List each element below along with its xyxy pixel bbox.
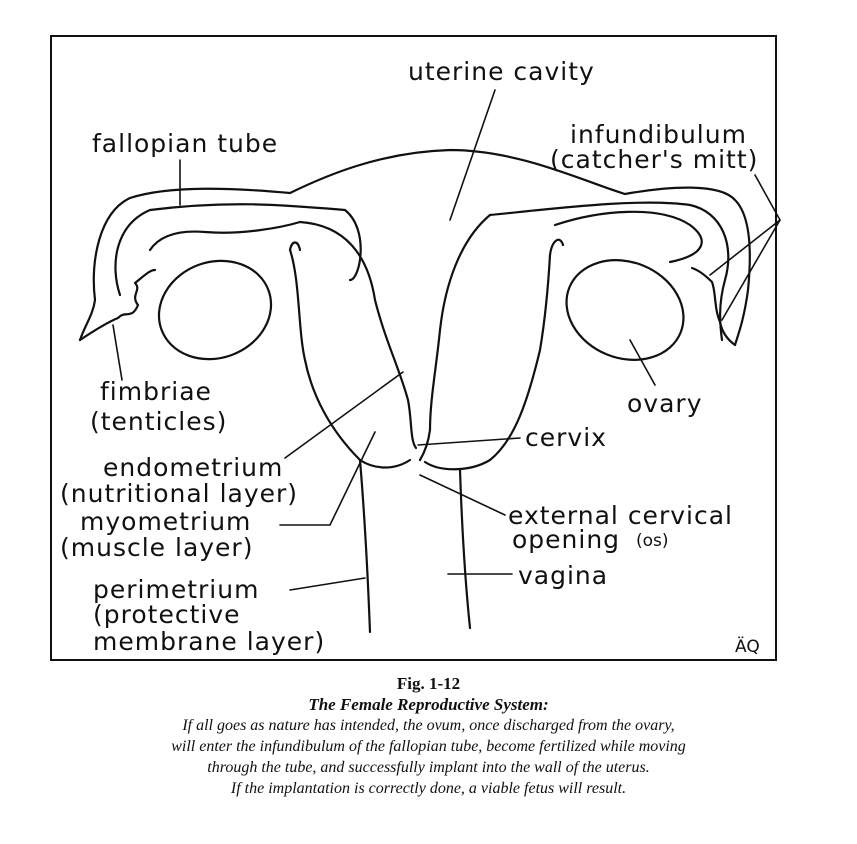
label-perimetrium-note-2: membrane layer) xyxy=(93,627,325,656)
figure-frame xyxy=(50,35,777,661)
caption-line: through the tube, and successfully impla… xyxy=(207,759,650,776)
vagina-right-wall xyxy=(458,468,472,630)
caption-line: If all goes as nature has intended, the … xyxy=(182,717,675,734)
left-fimbriae xyxy=(78,268,157,342)
right-ovary xyxy=(565,259,685,361)
caption-line: will enter the infundibulum of the fallo… xyxy=(171,738,686,755)
uterus-right-wall xyxy=(423,253,552,471)
label-fallopian-tube: fallopian tube xyxy=(92,129,278,158)
label-fimbriae-note: (tenticles) xyxy=(90,407,227,436)
label-external-cervical: external cervical xyxy=(508,501,733,530)
left-tube-loop xyxy=(148,220,302,252)
caption-line: If the implantation is correctly done, a… xyxy=(230,780,627,797)
label-myometrium: myometrium xyxy=(80,507,251,536)
label-perimetrium-note-1: (protective xyxy=(93,600,241,629)
label-myometrium-note: (muscle layer) xyxy=(60,533,253,562)
lead-myometrium xyxy=(279,431,376,526)
left-ovary xyxy=(157,259,273,361)
right-tube-loop xyxy=(553,210,703,264)
label-endometrium-note: (nutritional layer) xyxy=(60,479,298,508)
uterus-left-top xyxy=(288,241,302,252)
figure-caption: Fig. 1-12 The Female Reproductive System… xyxy=(0,674,857,799)
label-opening: opening xyxy=(512,525,620,554)
left-fallopian-tube-outer xyxy=(78,196,132,342)
label-infundibulum-note: (catcher's mitt) xyxy=(550,145,758,174)
lead-uterine-cavity xyxy=(449,89,496,221)
lead-infundibulum-b xyxy=(721,219,781,321)
label-cervix: cervix xyxy=(525,423,607,452)
label-infundibulum: infundibulum xyxy=(570,120,747,149)
right-fallopian-tube-inner xyxy=(488,201,730,342)
label-uterine-cavity: uterine cavity xyxy=(408,57,595,86)
left-fallopian-tube-inner xyxy=(114,203,362,297)
uterus-right-top xyxy=(548,238,565,257)
artist-initials: ÄQ xyxy=(735,636,760,657)
right-fimbriae xyxy=(690,266,737,347)
label-fimbriae: fimbriae xyxy=(100,377,212,406)
lead-fimbriae xyxy=(112,324,123,381)
label-endometrium: endometrium xyxy=(103,453,283,482)
lead-endometrium xyxy=(284,371,404,459)
uterus-left-wall xyxy=(288,248,412,469)
figure-title: The Female Reproductive System: xyxy=(308,695,549,714)
lead-perimetrium xyxy=(289,577,366,591)
lead-ovary xyxy=(629,339,656,386)
uterus-outer-wall xyxy=(128,148,751,347)
label-os: (os) xyxy=(636,531,669,551)
uterine-cavity-left xyxy=(298,220,418,450)
label-ovary: ovary xyxy=(627,389,702,418)
label-vagina: vagina xyxy=(518,561,608,590)
uterine-cavity-right xyxy=(418,213,492,462)
label-perimetrium: perimetrium xyxy=(93,575,259,604)
figure-number: Fig. 1-12 xyxy=(396,674,461,693)
vagina-left-wall xyxy=(358,458,372,634)
lead-cervix xyxy=(417,437,521,446)
lead-external-os xyxy=(419,474,506,516)
